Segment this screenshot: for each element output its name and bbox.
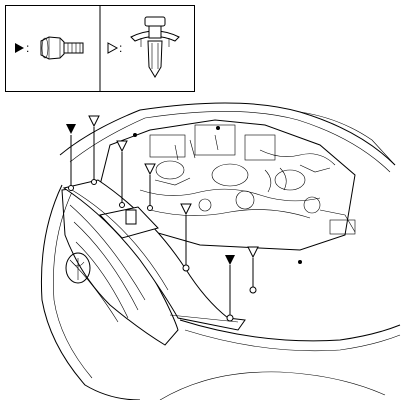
clip-legend-label: : <box>119 41 122 55</box>
engine-assembly <box>99 119 356 264</box>
clip-legend-entry: : <box>107 16 180 78</box>
clip-icon <box>130 16 180 78</box>
hood <box>59 102 396 173</box>
outline-triangle-marker-icon <box>116 140 128 153</box>
radiator-upper-cover <box>62 179 246 331</box>
filled-triangle-marker-icon <box>66 124 76 134</box>
filled-triangle-marker-icon <box>225 255 235 265</box>
bolt-markers <box>66 124 235 265</box>
hood-latch <box>125 209 137 225</box>
emblem <box>65 252 91 284</box>
bolt-icon <box>40 36 84 60</box>
fastener-callouts <box>70 127 254 318</box>
outline-triangle-marker-icon <box>247 246 259 259</box>
outline-triangle-marker-icon <box>144 163 156 176</box>
front-bumper <box>40 184 401 400</box>
filled-triangle-marker-icon <box>15 43 24 53</box>
bolt-legend-entry: : <box>15 36 84 60</box>
clip-markers <box>88 115 259 259</box>
outline-triangle-marker-icon <box>88 115 100 128</box>
fastener-legend: : : <box>5 5 195 92</box>
outline-triangle-marker-icon <box>180 203 192 216</box>
outline-triangle-marker-icon <box>107 42 119 54</box>
fastener-points <box>68 179 257 322</box>
bolt-legend-label: : <box>26 41 29 55</box>
